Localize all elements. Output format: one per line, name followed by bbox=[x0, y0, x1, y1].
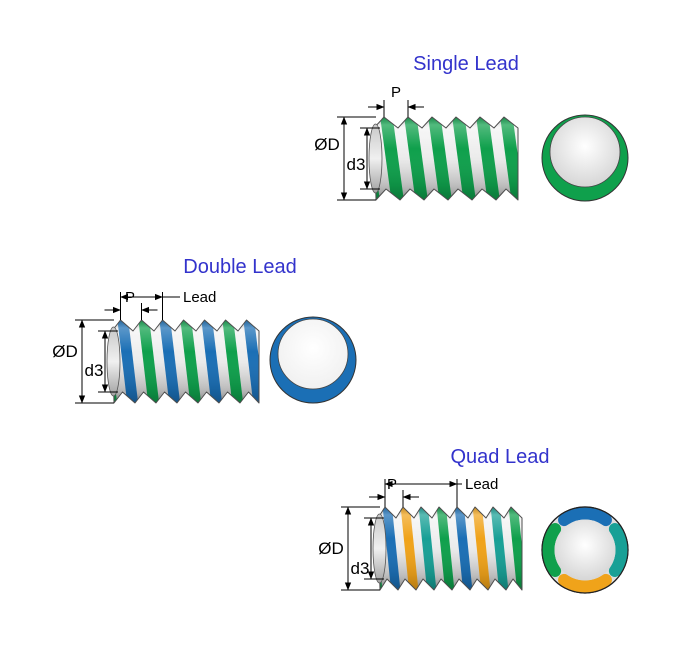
pitch-label-quad: P bbox=[387, 476, 397, 493]
outer-diameter-label-double: ØD bbox=[52, 342, 78, 361]
end-view-double-lead bbox=[269, 316, 357, 404]
lead-label-double: Lead bbox=[183, 289, 216, 306]
root-diameter-label-quad: d3 bbox=[351, 559, 370, 578]
end-view-quad-lead bbox=[541, 506, 629, 594]
dimension-annotations-quad-lead bbox=[341, 479, 462, 591]
outer-diameter-label-quad: ØD bbox=[318, 539, 344, 558]
title-quad-lead: Quad Lead bbox=[451, 446, 550, 468]
dimension-annotations-double-lead bbox=[75, 292, 180, 404]
title-double-lead: Double Lead bbox=[183, 256, 296, 278]
root-diameter-label-double: d3 bbox=[85, 361, 104, 380]
root-diameter-label-single: d3 bbox=[347, 155, 366, 174]
screw-side-view-double-lead bbox=[106, 319, 260, 404]
title-single-lead: Single Lead bbox=[413, 53, 519, 75]
pitch-label-double: P bbox=[125, 289, 135, 306]
screw-side-view-quad-lead bbox=[372, 506, 523, 591]
dimension-annotations-single-lead bbox=[337, 100, 424, 201]
outer-diameter-label-single: ØD bbox=[314, 135, 340, 154]
lead-label-quad: Lead bbox=[465, 476, 498, 493]
screw-side-view-single-lead bbox=[368, 116, 519, 201]
generated-graphics bbox=[75, 100, 629, 594]
pitch-label-single: P bbox=[391, 84, 401, 101]
end-view-single-lead bbox=[541, 114, 629, 202]
